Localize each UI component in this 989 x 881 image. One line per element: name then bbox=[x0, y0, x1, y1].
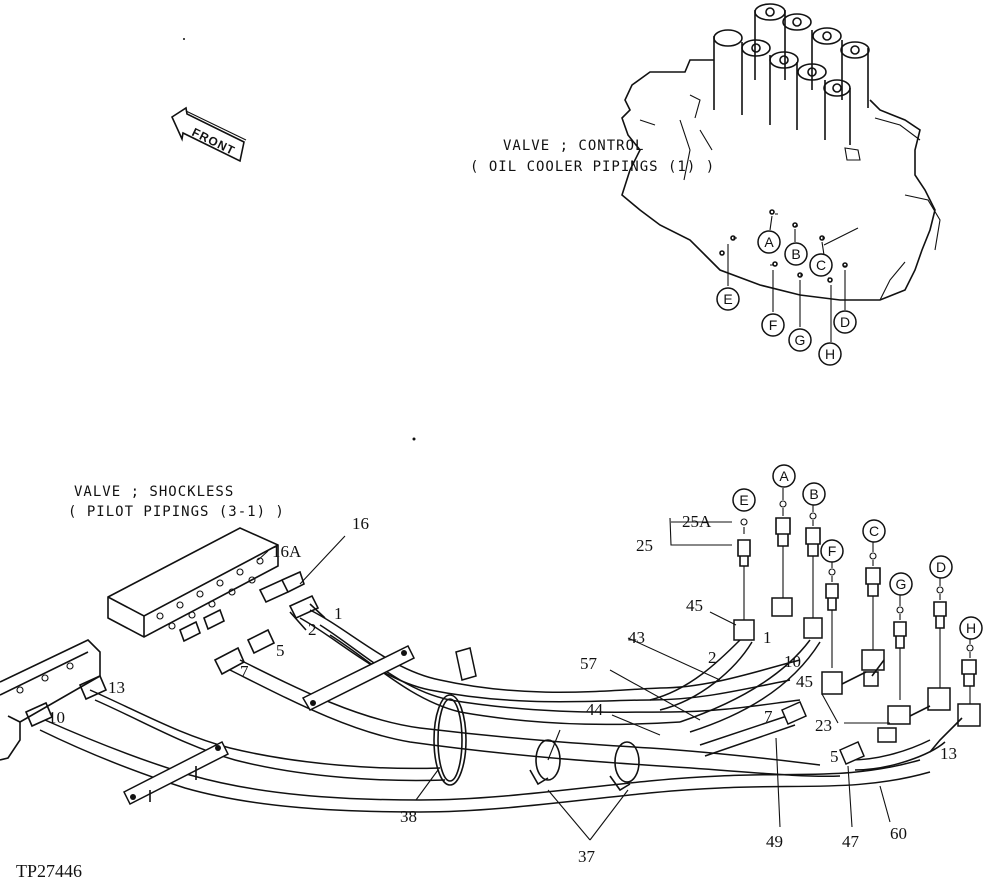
part-number-13-left: 13 bbox=[108, 678, 125, 697]
control-valve-subtitle: ( OIL COOLER PIPINGS (1) ) bbox=[470, 159, 715, 175]
port-marker-a-bottom: A bbox=[772, 464, 796, 488]
port-marker-g-bottom: G bbox=[889, 572, 913, 596]
svg-text:A: A bbox=[779, 468, 789, 484]
speck bbox=[183, 38, 185, 40]
svg-text:E: E bbox=[739, 492, 748, 508]
part-number-25a: 25A bbox=[682, 512, 712, 531]
part-number-25: 25 bbox=[636, 536, 653, 555]
svg-text:A: A bbox=[764, 234, 774, 250]
part-number-37: 37 bbox=[578, 847, 596, 866]
port-marker-b-bottom: B bbox=[802, 482, 826, 506]
shockless-valve-title: VALVE ; SHOCKLESS bbox=[74, 484, 234, 500]
svg-text:C: C bbox=[816, 257, 826, 273]
port-marker-g-top: G bbox=[788, 328, 812, 352]
svg-text:C: C bbox=[869, 523, 879, 539]
part-number-1-right: 1 bbox=[763, 628, 772, 647]
svg-text:E: E bbox=[723, 291, 732, 307]
shockless-valve-block bbox=[107, 527, 279, 638]
port-marker-e-bottom: E bbox=[732, 488, 756, 512]
port-marker-f-top: F bbox=[761, 313, 785, 337]
part-number-2-left: 2 bbox=[308, 620, 317, 639]
port-marker-d-bottom: D bbox=[929, 555, 953, 579]
part-number-16a: 16A bbox=[272, 542, 302, 561]
svg-text:F: F bbox=[769, 317, 778, 333]
part-number-47: 47 bbox=[842, 832, 860, 851]
front-label: FRONT bbox=[190, 125, 238, 158]
part-number-45-right: 45 bbox=[796, 672, 813, 691]
part-number-49: 49 bbox=[766, 832, 783, 851]
svg-text:B: B bbox=[791, 246, 800, 262]
figure-id: TP27446 bbox=[16, 861, 82, 881]
part-number-23: 23 bbox=[815, 716, 832, 735]
leader-lines bbox=[257, 517, 891, 841]
part-number-7-left: 7 bbox=[240, 662, 249, 681]
control-valve-title: VALVE ; CONTROL bbox=[503, 138, 644, 154]
hose-bundle bbox=[39, 609, 946, 813]
part-number-5-right: 5 bbox=[830, 747, 839, 766]
fittings-right bbox=[733, 488, 981, 765]
fittings-shockless bbox=[24, 570, 326, 728]
part-number-13-right: 13 bbox=[940, 744, 957, 763]
svg-text:D: D bbox=[936, 559, 946, 575]
front-arrow: FRONT bbox=[170, 106, 247, 163]
svg-text:H: H bbox=[825, 346, 835, 362]
spool-towers bbox=[713, 3, 870, 145]
part-number-16: 16 bbox=[352, 514, 369, 533]
part-number-43: 43 bbox=[628, 628, 645, 647]
svg-text:B: B bbox=[809, 486, 818, 502]
port-marker-e-top: E bbox=[716, 287, 740, 311]
svg-text:H: H bbox=[966, 620, 976, 636]
port-marker-b-top: B bbox=[784, 242, 808, 266]
port-marker-f-bottom: F bbox=[820, 539, 844, 563]
mounting-bracket bbox=[0, 639, 101, 761]
part-number-38: 38 bbox=[400, 807, 417, 826]
part-number-5-left: 5 bbox=[276, 641, 285, 660]
port-marker-c-bottom: C bbox=[862, 519, 886, 543]
part-number-2-right: 2 bbox=[708, 648, 717, 667]
shockless-valve-subtitle: ( PILOT PIPINGS (3-1) ) bbox=[68, 504, 285, 520]
part-number-10-left: 10 bbox=[48, 708, 65, 727]
svg-text:D: D bbox=[840, 314, 850, 330]
part-number-57: 57 bbox=[580, 654, 598, 673]
port-marker-h-bottom: H bbox=[959, 616, 983, 640]
part-number-60: 60 bbox=[890, 824, 907, 843]
part-number-44: 44 bbox=[586, 700, 604, 719]
svg-text:G: G bbox=[896, 576, 907, 592]
speck bbox=[412, 437, 416, 441]
svg-text:F: F bbox=[828, 543, 837, 559]
port-marker-d-top: D bbox=[833, 310, 857, 334]
svg-text:G: G bbox=[795, 332, 806, 348]
clamp-bars bbox=[122, 644, 416, 806]
cable-ties bbox=[433, 647, 640, 792]
part-number-7-right: 7 bbox=[764, 707, 773, 726]
port-marker-h-top: H bbox=[818, 342, 842, 366]
port-marker-a-top: A bbox=[757, 230, 781, 254]
port-marker-c-top: C bbox=[809, 253, 833, 277]
part-number-10-right: 10 bbox=[784, 652, 801, 671]
part-number-1-left: 1 bbox=[334, 604, 343, 623]
control-valve-assembly bbox=[621, 3, 941, 342]
part-number-45-left: 45 bbox=[686, 596, 703, 615]
